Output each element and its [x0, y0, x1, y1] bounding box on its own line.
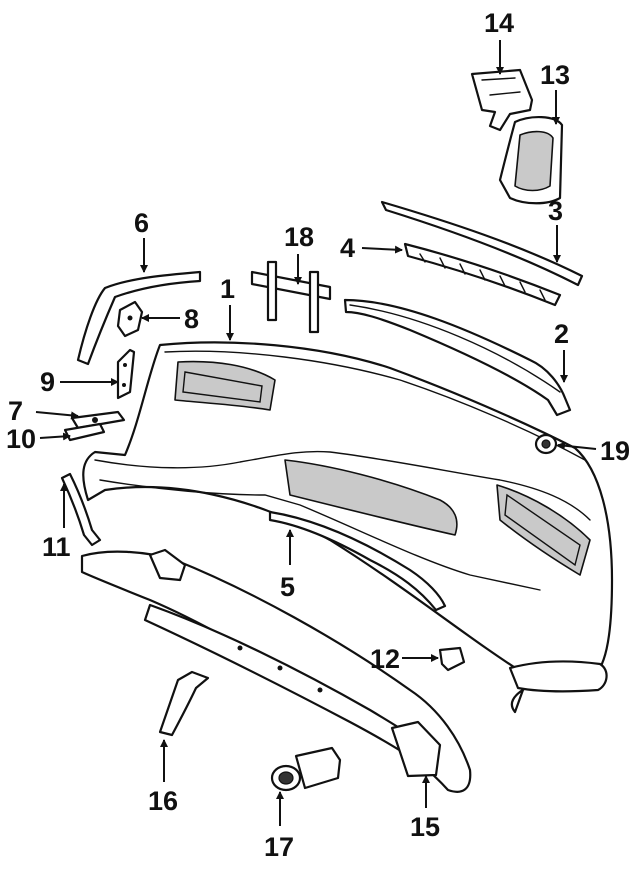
callout-14: 14 — [484, 8, 514, 38]
grommet-19 — [534, 433, 558, 455]
bracket-10 — [63, 422, 106, 442]
callout-11: 11 — [42, 532, 71, 562]
callout-17: 17 — [264, 832, 294, 862]
callout-19: 19 — [600, 436, 630, 466]
molding-strip — [268, 510, 447, 612]
callout-1: 1 — [220, 274, 235, 304]
callout-13: 13 — [540, 60, 570, 90]
mount-bracket-14 — [470, 68, 534, 132]
callout-10: 10 — [6, 424, 36, 454]
tow-eye-17 — [270, 746, 342, 792]
curved-trim — [76, 270, 202, 366]
bracket-9 — [116, 348, 136, 400]
leader-lines — [35, 40, 597, 826]
bracket-small-7 — [70, 410, 126, 430]
clip-8 — [116, 300, 144, 338]
callout-18: 18 — [284, 222, 314, 252]
duct-13 — [498, 116, 564, 205]
reinforcement-beam — [80, 548, 472, 793]
bracket-rail — [403, 242, 562, 307]
side-trim-11 — [60, 472, 102, 547]
callout-8: 8 — [184, 304, 199, 334]
callout-7: 7 — [8, 396, 23, 426]
callout-labels: 1 2 3 4 5 6 7 8 9 10 11 12 13 14 15 16 1… — [6, 8, 630, 862]
callout-4: 4 — [340, 233, 355, 263]
callout-2: 2 — [554, 319, 569, 349]
upper-support-strip — [343, 298, 572, 417]
callout-5: 5 — [280, 572, 295, 602]
callout-16: 16 — [148, 786, 178, 816]
bracket-strap-16 — [158, 670, 210, 737]
top-strip — [380, 200, 584, 287]
callout-9: 9 — [40, 367, 55, 397]
callout-6: 6 — [134, 208, 149, 238]
clip-12 — [438, 646, 466, 672]
callout-3: 3 — [548, 196, 563, 226]
callout-12: 12 — [370, 644, 400, 674]
bumper-cover — [82, 341, 614, 714]
license-bracket-18 — [250, 260, 332, 334]
callout-15: 15 — [410, 812, 440, 842]
